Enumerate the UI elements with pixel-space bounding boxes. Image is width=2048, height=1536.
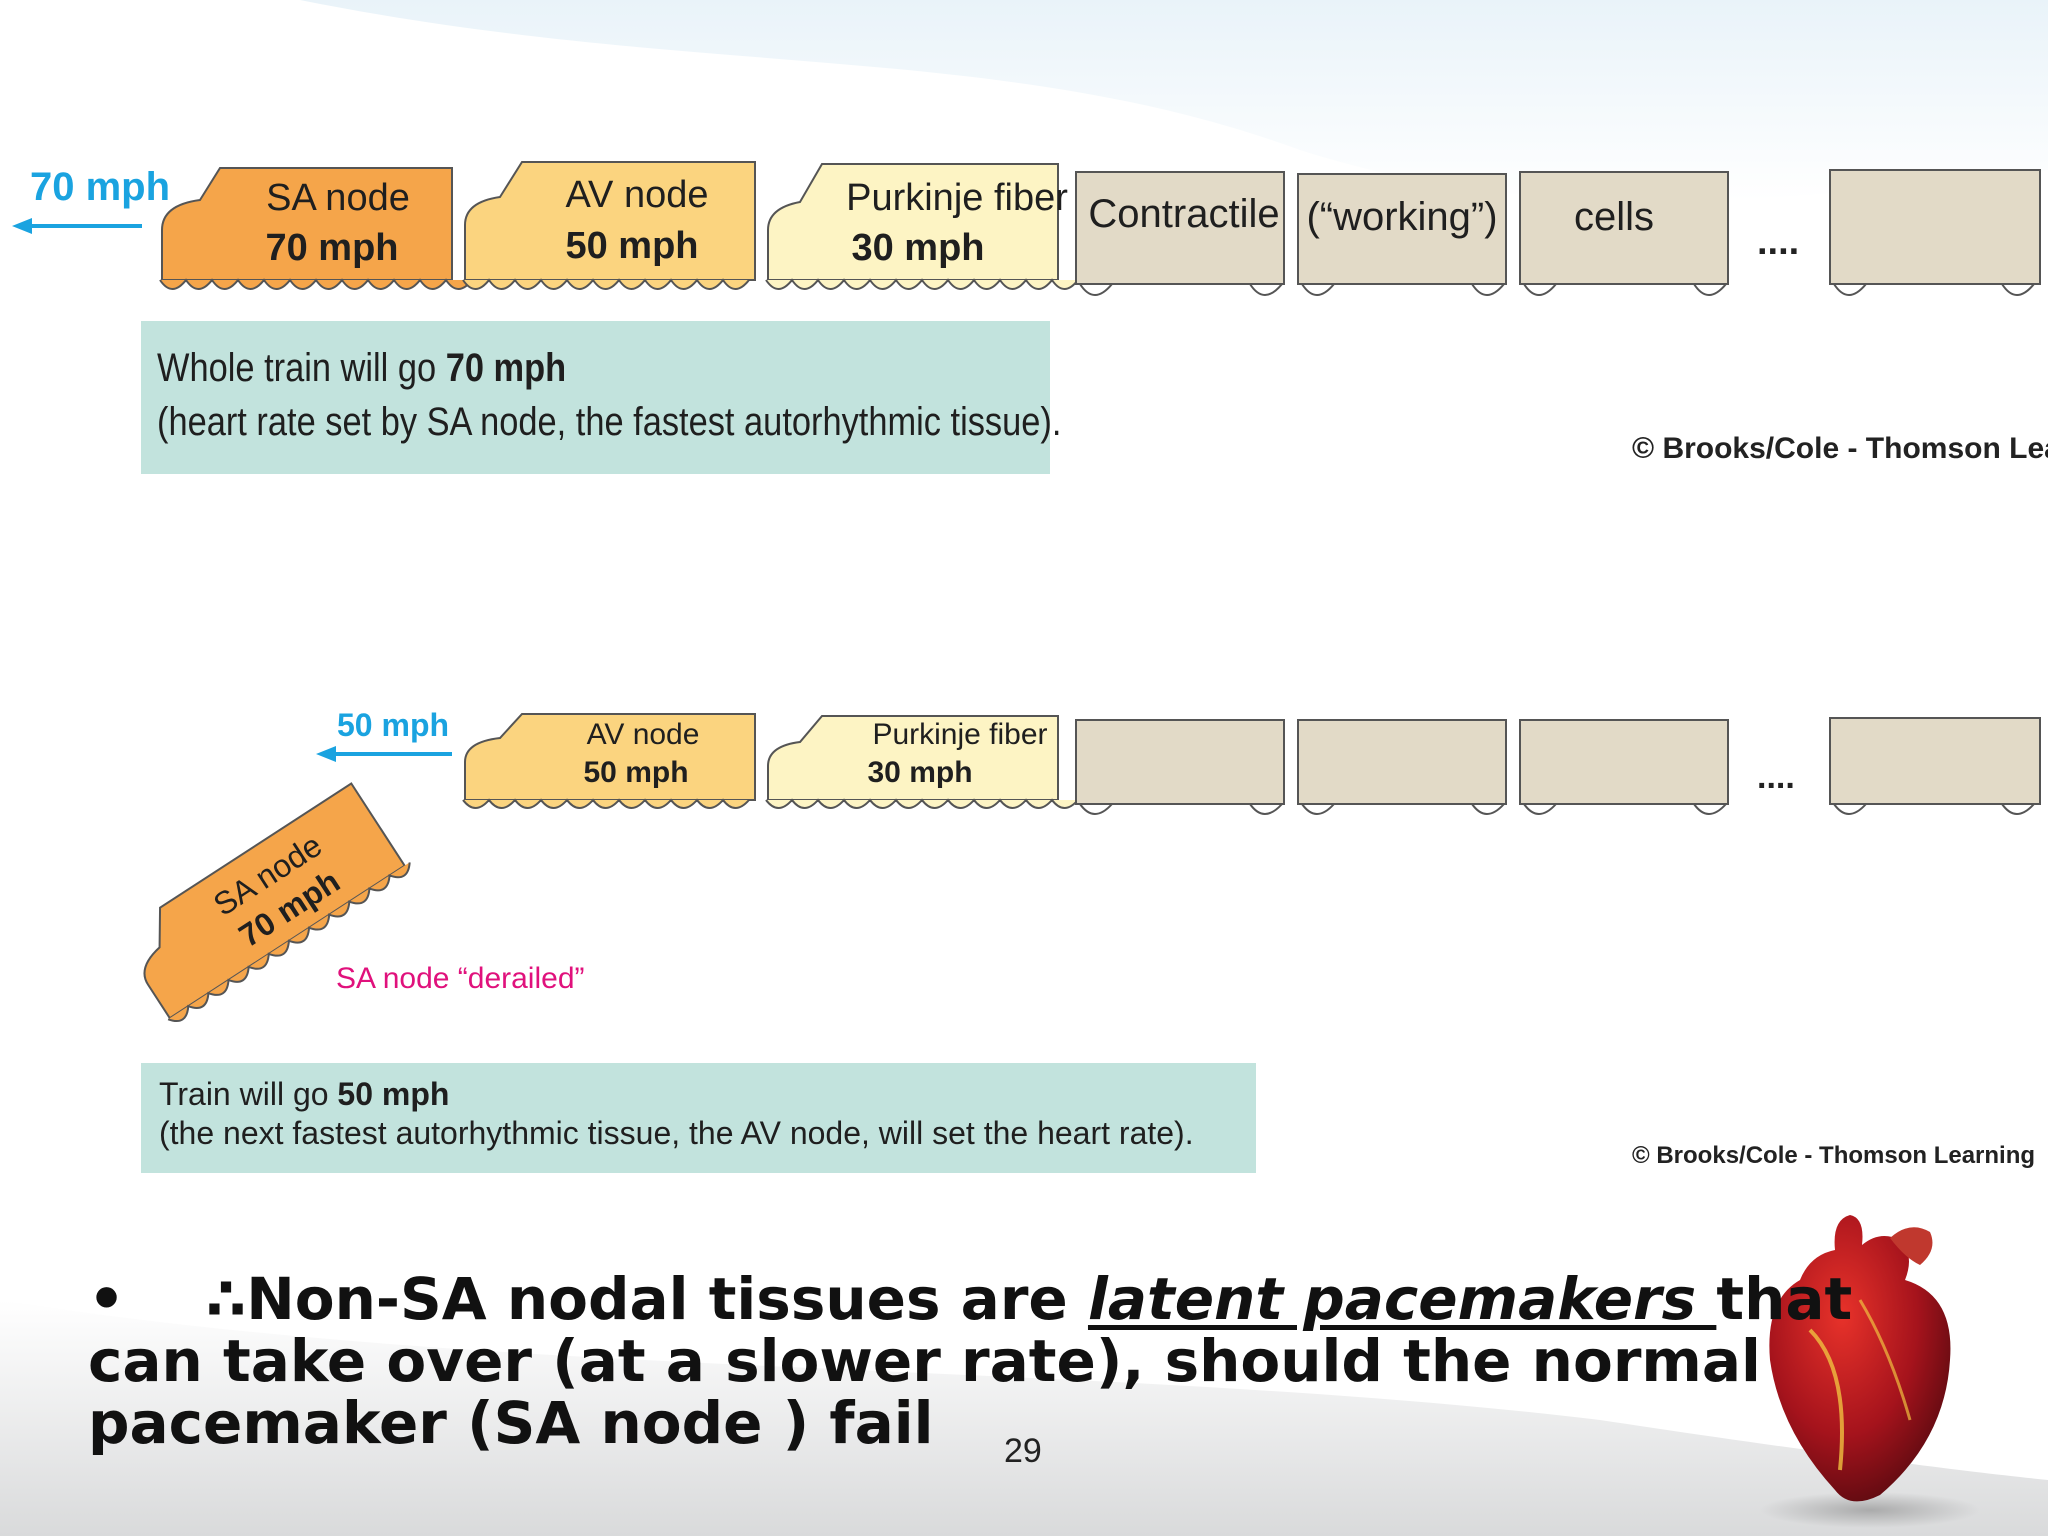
bottom-caption-prefix: Train will go <box>159 1076 338 1112</box>
bottom-car-purkinje: Purkinje fiber 30 mph <box>765 715 1079 809</box>
bullet-part1: Non-SA nodal tissues are <box>246 1265 1088 1333</box>
top-ellipsis: .... <box>1757 221 1799 263</box>
derailed-label: SA node “derailed” <box>336 962 585 995</box>
top-car-av-speed: 50 mph <box>565 225 698 267</box>
bullet-point: • ∴Non-SA nodal tissues are latent pacem… <box>88 1268 1868 1454</box>
bottom-car-av-node: AV node 50 mph <box>462 713 756 809</box>
top-speed-label: 70 mph <box>30 165 170 209</box>
top-caption: Whole train will go 70 mph (heart rate s… <box>141 321 1062 474</box>
latent-pacemakers-term: latent pacemakers <box>1087 1265 1717 1333</box>
top-copyright: © Brooks/Cole - Thomson Learning <box>1632 432 2048 465</box>
top-car-working: (“working”) <box>1297 173 1507 296</box>
bottom-car-empty-last <box>1829 717 2041 815</box>
page-number: 29 <box>1004 1432 1042 1470</box>
bottom-ellipsis: .... <box>1757 758 1795 796</box>
top-caption-speed: 70 mph <box>445 346 567 390</box>
bullet-marker: • <box>88 1265 126 1333</box>
top-car-empty-last <box>1829 169 2041 296</box>
top-car-contractile-name: Contractile <box>1088 192 1279 236</box>
bottom-car-empty-3 <box>1519 719 1729 815</box>
top-caption-line2: (heart rate set by SA node, the fastest … <box>157 400 1062 444</box>
bottom-speed-arrow-head <box>316 746 336 762</box>
top-car-cells: cells <box>1519 171 1729 296</box>
top-car-contractile: Contractile <box>1075 171 1285 296</box>
bottom-caption: Train will go 50 mph (the next fastest a… <box>141 1063 1256 1173</box>
top-car-working-name: (“working”) <box>1306 195 1497 239</box>
top-car-av-node: AV node 50 mph <box>462 161 756 290</box>
bottom-caption-speed: 50 mph <box>337 1076 450 1112</box>
top-caption-prefix: Whole train will go <box>157 346 446 390</box>
top-car-av-name: AV node <box>566 174 709 216</box>
top-car-sa-name: SA node <box>266 177 410 219</box>
bottom-speed-label: 50 mph <box>337 707 449 743</box>
top-speed-arrow-head <box>12 218 32 234</box>
bullet-part2: that can take over (at a slower rate), s… <box>88 1265 1853 1457</box>
bottom-car-av-speed: 50 mph <box>583 756 688 789</box>
top-car-purkinje-speed: 30 mph <box>851 227 984 269</box>
top-car-cells-name: cells <box>1574 195 1654 239</box>
bottom-copyright: © Brooks/Cole - Thomson Learning <box>1632 1142 2036 1169</box>
bottom-train-diagram: 50 mph AV node 50 mph Purkinje fiber 30 … <box>143 707 2041 1023</box>
bottom-car-empty-2 <box>1297 719 1507 815</box>
bottom-car-purkinje-speed: 30 mph <box>867 756 972 789</box>
top-car-sa-node: SA node 70 mph <box>159 167 473 290</box>
top-car-purkinje: Purkinje fiber 30 mph <box>765 163 1079 290</box>
bottom-car-purkinje-name: Purkinje fiber <box>872 718 1047 751</box>
bottom-car-av-name: AV node <box>587 718 700 751</box>
top-car-purkinje-name: Purkinje fiber <box>846 177 1068 219</box>
bottom-caption-line2: (the next fastest autorhythmic tissue, t… <box>159 1115 1194 1151</box>
therefore-symbol: ∴ <box>205 1265 247 1333</box>
top-train-diagram: 70 mph SA node 70 mph AV node 50 mph Pur… <box>12 161 2041 296</box>
top-car-sa-speed: 70 mph <box>265 227 398 269</box>
heart-icon <box>1760 1215 1980 1528</box>
bottom-car-empty-1 <box>1075 719 1285 815</box>
